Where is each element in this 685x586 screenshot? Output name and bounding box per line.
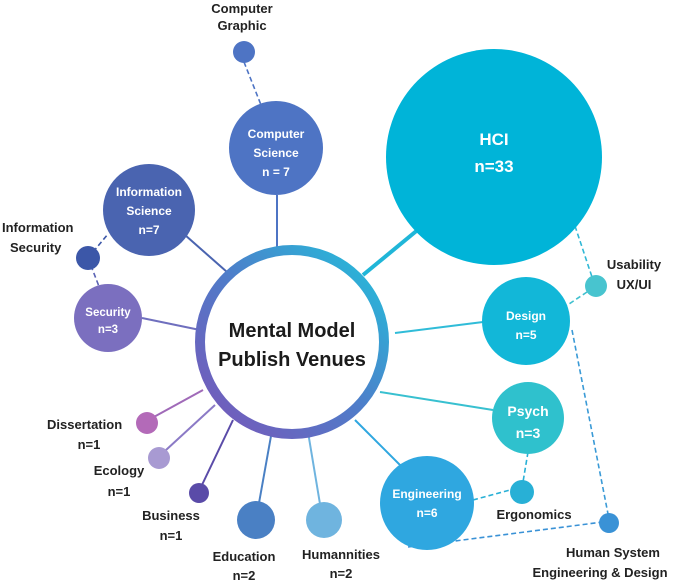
business-label-1: Business <box>142 508 200 523</box>
dot-education <box>237 501 275 539</box>
connector-business <box>200 419 234 488</box>
connector-psych <box>379 391 494 411</box>
human-system-label-1: Human System <box>566 545 660 560</box>
node-information-science: Information Science n=7 <box>103 164 195 256</box>
connector-hci <box>361 226 422 277</box>
computer-science-label-1: Computer <box>248 127 305 141</box>
connector-security <box>141 317 201 331</box>
engineering-label: Engineering <box>392 487 461 501</box>
hci-name: HCI <box>479 130 508 149</box>
psych-label: Psych <box>507 403 548 419</box>
dissertation-label-2: n=1 <box>78 437 101 452</box>
dot-information-security <box>76 246 100 270</box>
connector-lines <box>141 195 494 505</box>
humanities-label-2: n=2 <box>330 566 353 581</box>
dot-human-system <box>599 513 619 533</box>
dot-ecology <box>148 447 170 469</box>
dot-usability <box>585 275 607 297</box>
humanities-label-1: Humannities <box>302 547 380 562</box>
computer-graphic-label-1: Computer <box>211 1 272 16</box>
business-label-2: n=1 <box>160 528 183 543</box>
education-label-2: n=2 <box>233 568 256 583</box>
dot-ergonomics <box>510 480 534 504</box>
dashed-connectors <box>87 61 610 548</box>
connector-humanities <box>307 431 321 505</box>
engineering-count: n=6 <box>416 506 437 520</box>
dash-computer-graphic <box>243 61 264 111</box>
connector-education <box>258 435 272 504</box>
information-security-label-1: Information <box>2 220 74 235</box>
small-dots <box>76 41 619 539</box>
dash-psych-ergonomics <box>522 451 529 483</box>
node-engineering: Engineering n=6 <box>380 456 474 550</box>
dash-infosec-security <box>87 257 101 290</box>
center-title-line-1: Mental Model <box>229 320 356 342</box>
information-science-label-2: Science <box>126 204 172 218</box>
dot-computer-graphic <box>233 41 255 63</box>
education-label-1: Education <box>213 549 276 564</box>
dash-hci-usability <box>574 225 594 281</box>
center-title-line-2: Publish Venues <box>218 349 366 371</box>
usability-label-1: Usability <box>607 257 662 272</box>
information-science-count: n=7 <box>138 223 159 237</box>
information-science-label-1: Information <box>116 185 182 199</box>
outer-labels: Computer Graphic Information Security Us… <box>2 1 668 583</box>
dot-business <box>189 483 209 503</box>
dash-information-security <box>87 233 109 259</box>
dissertation-label-1: Dissertation <box>47 417 122 432</box>
connector-design <box>394 321 484 334</box>
computer-science-label-2: Science <box>253 146 299 160</box>
human-system-label-2: Engineering & Design <box>532 565 667 580</box>
node-psych: Psych n=3 <box>492 382 564 454</box>
hci-count: n=33 <box>474 157 513 176</box>
connector-information-science <box>184 234 228 273</box>
center-node: Mental Model Publish Venues <box>195 245 389 439</box>
dash-usability-design <box>565 291 588 307</box>
node-hci: HCI n=33 <box>386 49 602 265</box>
psych-count: n=3 <box>516 425 541 441</box>
connector-ecology <box>165 404 216 451</box>
ecology-label-1: Ecology <box>94 463 145 478</box>
computer-science-count: n = 7 <box>262 165 290 179</box>
dot-dissertation <box>136 412 158 434</box>
node-design: Design n=5 <box>482 277 570 365</box>
information-security-label-2: Security <box>10 240 62 255</box>
usability-label-2: UX/UI <box>617 277 652 292</box>
security-count: n=3 <box>98 324 118 336</box>
computer-graphic-label-2: Graphic <box>217 18 266 33</box>
design-count: n=5 <box>515 328 536 342</box>
design-label: Design <box>506 309 546 323</box>
dash-usability-humansystem <box>571 329 610 520</box>
ergonomics-label: Ergonomics <box>496 507 571 522</box>
node-security: Security n=3 <box>74 284 142 352</box>
dash-eng-ergonomics <box>472 489 511 501</box>
security-label: Security <box>85 307 131 319</box>
connector-dissertation <box>151 389 204 419</box>
node-computer-science: Computer Science n = 7 <box>229 101 323 195</box>
ecology-label-2: n=1 <box>108 484 131 499</box>
dot-humanities <box>306 502 342 538</box>
connector-engineering <box>354 419 409 474</box>
